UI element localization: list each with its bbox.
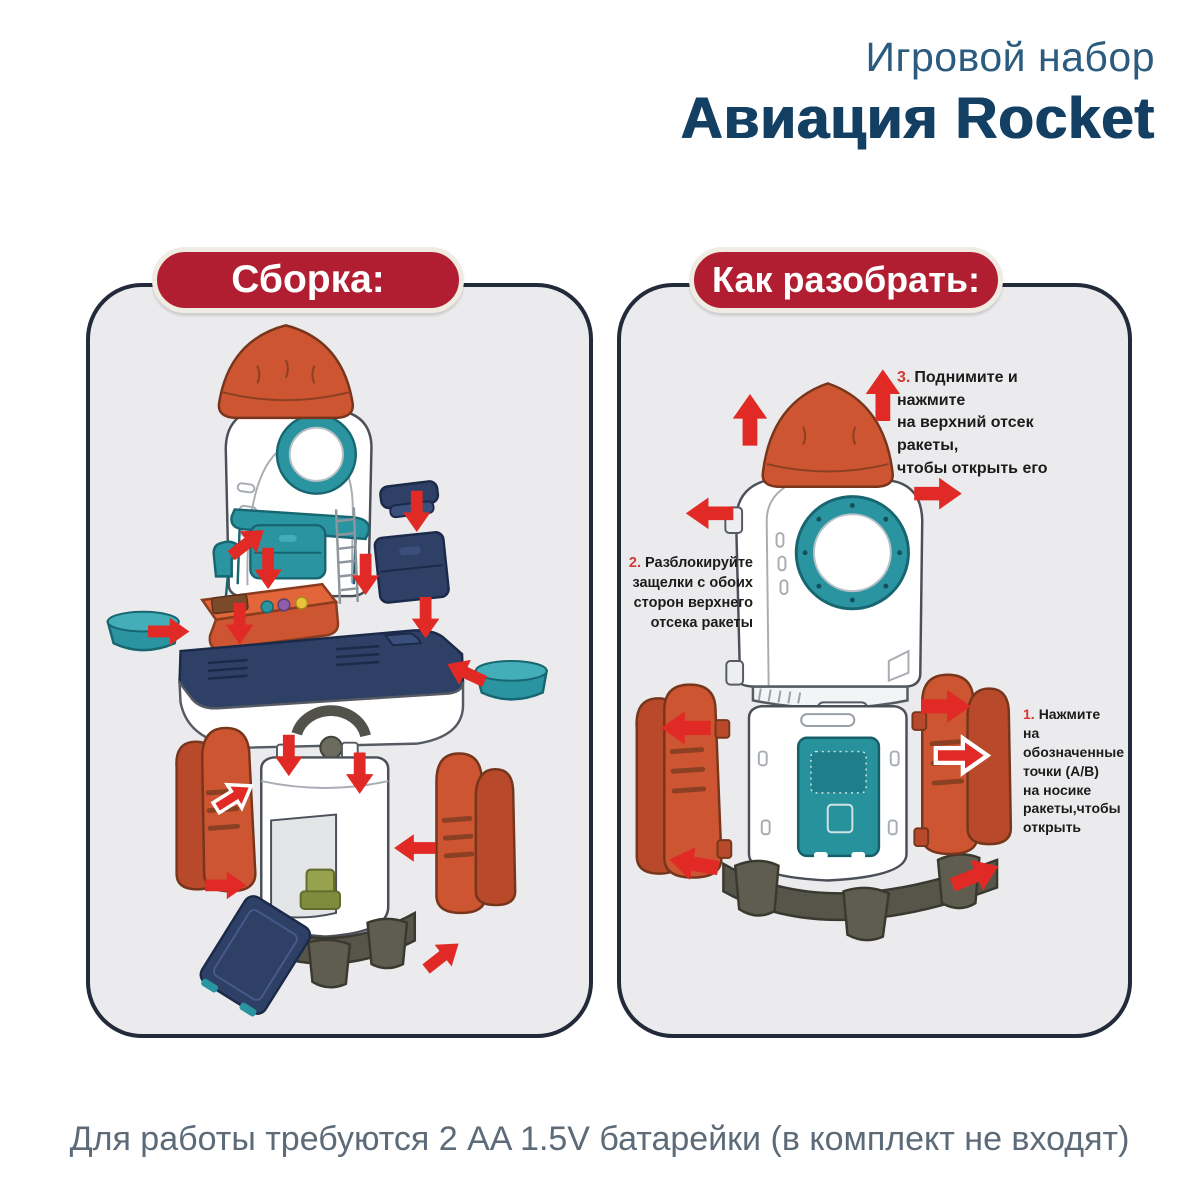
step-3-annotation: 3.Поднимите и нажмите на верхний отсек р…: [897, 367, 1077, 481]
assembly-exploded-diagram: [106, 324, 548, 1017]
porthole-window: [794, 495, 910, 611]
step-2-number: 2.: [628, 555, 641, 571]
disassembly-panel: Как разобрать:: [617, 247, 1135, 1038]
assembly-panel: Сборка:: [86, 247, 593, 1038]
direction-arrow: [417, 932, 468, 980]
latch-point: [913, 827, 930, 848]
step-2-text: Разблокируйте защелки с обоих сторон вер…: [632, 555, 753, 631]
brand-title: Авиация Rocket: [680, 86, 1155, 151]
step-1-number: 1.: [1023, 706, 1035, 722]
lower-module: [260, 741, 390, 938]
disassembly-panel-header: Как разобрать:: [689, 247, 1003, 313]
step-1-annotation: 1.Нажмите на обозначенные точки (A/B) на…: [1023, 705, 1135, 837]
cabinet-navy: [373, 531, 450, 604]
step-3-number: 3.: [897, 369, 911, 386]
step-1-text: Нажмите на обозначенные точки (A/B) на н…: [1023, 706, 1124, 836]
dish-right: [474, 659, 548, 701]
direction-arrow: [732, 393, 768, 446]
porthole-window: [275, 413, 357, 495]
booster-right: [435, 752, 517, 915]
latch-point: [716, 839, 733, 859]
pilot-seat: [299, 868, 341, 911]
rocket-hull-white: [178, 678, 465, 760]
assembly-panel-header: Сборка:: [152, 247, 464, 313]
direction-arrow: [394, 834, 436, 862]
brand-block: Игровой набор Авиация Rocket: [681, 34, 1155, 152]
latch-point: [911, 711, 928, 731]
nose-cone: [761, 382, 894, 488]
step-3-text: Поднимите и нажмите на верхний отсек рак…: [897, 369, 1048, 477]
booster-left: [175, 726, 257, 893]
direction-arrow: [914, 477, 962, 510]
assembly-header-label: Сборка:: [231, 258, 385, 301]
disassembly-diagram: [635, 369, 1013, 942]
control-console: [200, 582, 340, 651]
cargo-door: [796, 736, 881, 859]
disassembly-header-label: Как разобрать:: [712, 259, 980, 300]
landing-feet: [722, 853, 999, 942]
hatch-door: [199, 895, 312, 1017]
brand-subtitle: Игровой набор: [865, 34, 1155, 80]
latch-bottom: [725, 660, 745, 686]
ladder: [334, 507, 359, 604]
nose-cone: [217, 324, 355, 420]
step-2-annotation: 2.Разблокируйте защелки с обоих сторон в…: [625, 553, 753, 633]
latch-point: [714, 719, 731, 739]
battery-note: Для работы требуются 2 AA 1.5V батарейки…: [69, 1120, 1130, 1158]
